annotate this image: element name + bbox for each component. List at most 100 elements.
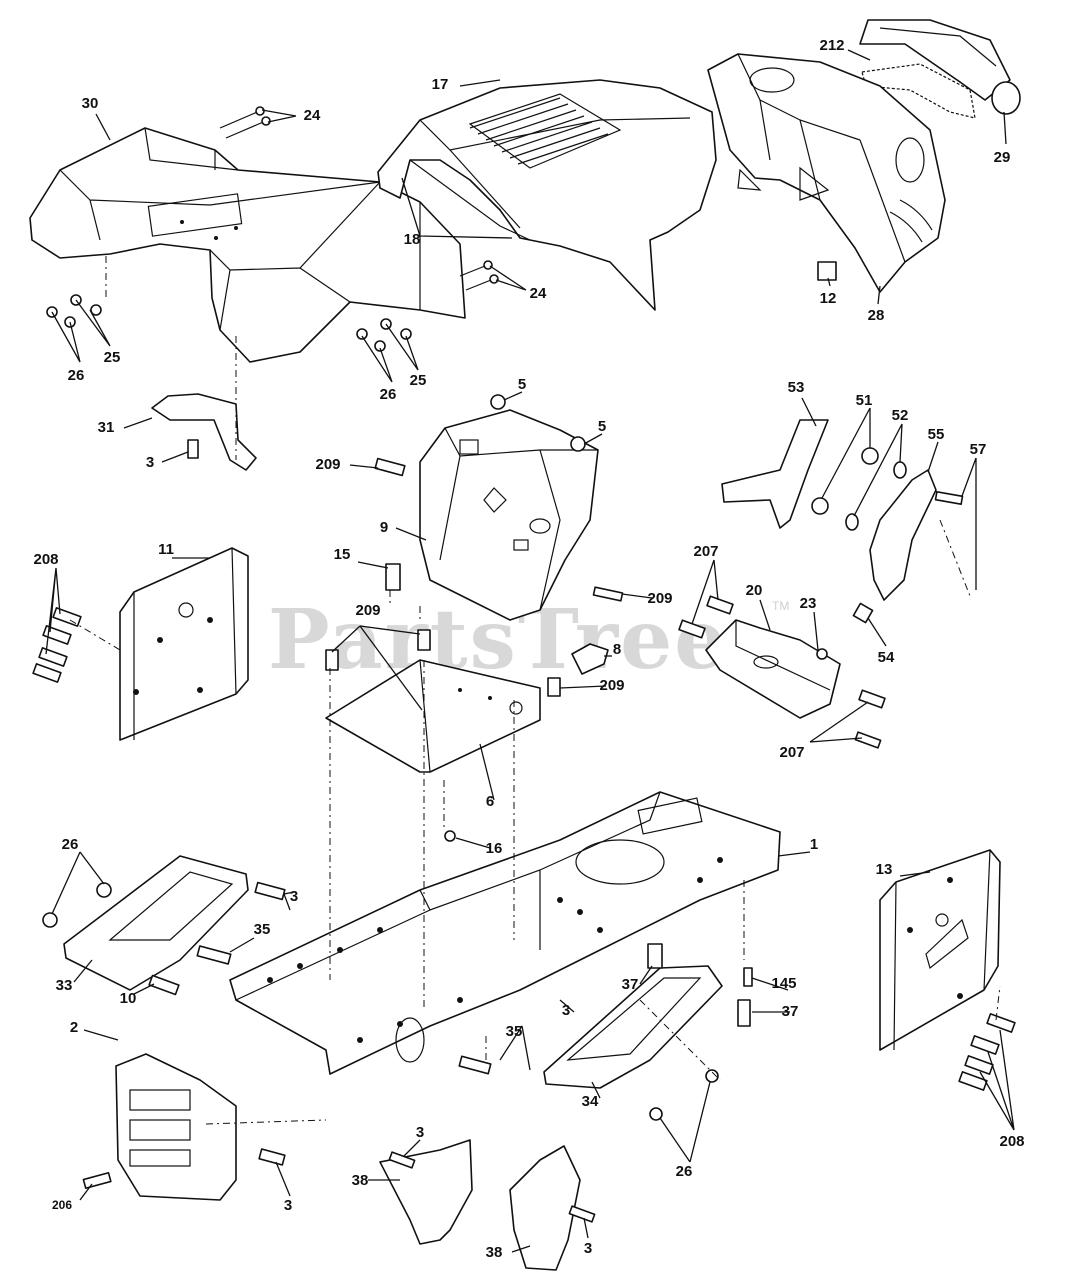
callout-c3f: 3	[584, 1240, 592, 1257]
callout-c6: 6	[486, 793, 494, 810]
part-axle-bracket-38b	[509, 1145, 581, 1271]
assembly-lines	[69, 256, 1001, 1125]
nut-51a	[861, 447, 879, 465]
callout-c209b: 209	[647, 590, 672, 607]
screw-209d	[547, 677, 561, 697]
callout-c209c: 209	[355, 602, 380, 619]
nut-26e	[705, 1069, 719, 1083]
screw-209c	[417, 629, 431, 651]
callout-c26b: 26	[380, 386, 397, 403]
part-clip	[817, 261, 837, 281]
part-side-plate-11	[119, 547, 249, 741]
callout-c10: 10	[120, 990, 137, 1007]
bolt-3f	[568, 1205, 596, 1223]
bolt-206	[82, 1171, 112, 1189]
part-plate-20	[705, 619, 841, 719]
bolt-35a	[196, 945, 232, 965]
callout-c207b: 207	[779, 744, 804, 761]
screw-209b	[592, 586, 624, 602]
callout-c37a: 37	[622, 976, 639, 993]
bolt-3d	[258, 1148, 286, 1166]
part-footrest-34	[543, 965, 723, 1089]
part-grille	[707, 53, 946, 293]
callout-c20: 20	[746, 582, 763, 599]
part-axle-bracket-38a	[379, 1139, 473, 1245]
callout-c3b: 3	[290, 888, 298, 905]
fender-hardware	[46, 106, 499, 352]
callout-c25b: 25	[410, 372, 427, 389]
callout-c35a: 35	[254, 921, 271, 938]
leader-lines	[45, 49, 1015, 1253]
callout-c212: 212	[819, 37, 844, 54]
callout-c30: 30	[82, 95, 99, 112]
callout-c31: 31	[98, 419, 115, 436]
part-bracket-53	[721, 419, 829, 529]
callout-c33: 33	[56, 977, 73, 994]
callout-c16: 16	[486, 840, 503, 857]
part-bracket-31	[151, 393, 257, 471]
callout-c55: 55	[928, 426, 945, 443]
callout-c18: 18	[404, 231, 421, 248]
callout-c2: 2	[70, 1019, 78, 1036]
callout-c209d: 209	[599, 677, 624, 694]
callout-c26a: 26	[68, 367, 85, 384]
bolts-207	[678, 595, 886, 749]
bolt-35b	[458, 1055, 492, 1075]
callout-c28: 28	[868, 307, 885, 324]
bolts-208-left	[32, 607, 82, 683]
callout-c206: 206	[52, 1198, 72, 1212]
callout-c5b: 5	[598, 418, 606, 435]
part-main-frame	[229, 791, 781, 1075]
callout-c38a: 38	[352, 1172, 369, 1189]
clip-8	[571, 643, 609, 675]
callout-c208a: 208	[33, 551, 58, 568]
callout-c5a: 5	[518, 376, 526, 393]
part-front-bracket	[115, 1053, 237, 1201]
callout-c11: 11	[158, 541, 174, 558]
callout-c34: 34	[582, 1093, 599, 1110]
watermark-trademark: TM	[772, 599, 789, 613]
part-fender	[29, 127, 466, 363]
part-footrest-33	[63, 855, 249, 991]
callout-c9: 9	[380, 519, 388, 536]
washer-52a	[893, 461, 907, 479]
callout-c37b: 37	[782, 1003, 799, 1020]
callout-c8: 8	[613, 641, 621, 658]
callout-c13: 13	[876, 861, 893, 878]
bolts-208-right	[958, 1013, 1016, 1091]
bolt-37b	[737, 999, 751, 1027]
callout-c54: 54	[878, 649, 895, 666]
part-hood	[377, 79, 717, 311]
callout-c24a: 24	[304, 107, 321, 124]
part-grille-insert	[859, 19, 1021, 119]
nut-26f	[649, 1107, 663, 1121]
nut-26c	[96, 882, 112, 898]
callout-c207a: 207	[693, 543, 718, 560]
callout-c25a: 25	[104, 349, 121, 366]
washer-52b	[845, 513, 859, 531]
bolt-3a	[187, 439, 199, 459]
callout-c3d: 3	[284, 1197, 292, 1214]
bolt-10	[148, 974, 180, 996]
nut-51b	[811, 497, 829, 515]
callout-c53: 53	[788, 379, 805, 396]
callout-c209a: 209	[315, 456, 340, 473]
part-floor-plate	[325, 659, 541, 773]
callout-c15: 15	[334, 546, 351, 563]
callout-c3a: 3	[146, 454, 154, 471]
bolt-3b	[254, 881, 286, 901]
screw-54	[852, 602, 874, 624]
callout-c35b: 35	[506, 1023, 523, 1040]
callout-c51: 51	[856, 392, 873, 409]
screw-209e	[325, 649, 339, 671]
callout-c29: 29	[994, 149, 1011, 166]
callout-c52: 52	[892, 407, 909, 424]
callout-c17: 17	[432, 76, 449, 93]
part-dash-panel	[419, 394, 599, 621]
nut-26d	[42, 912, 58, 928]
callout-c26d: 26	[676, 1163, 693, 1180]
screw-209a	[374, 457, 406, 477]
